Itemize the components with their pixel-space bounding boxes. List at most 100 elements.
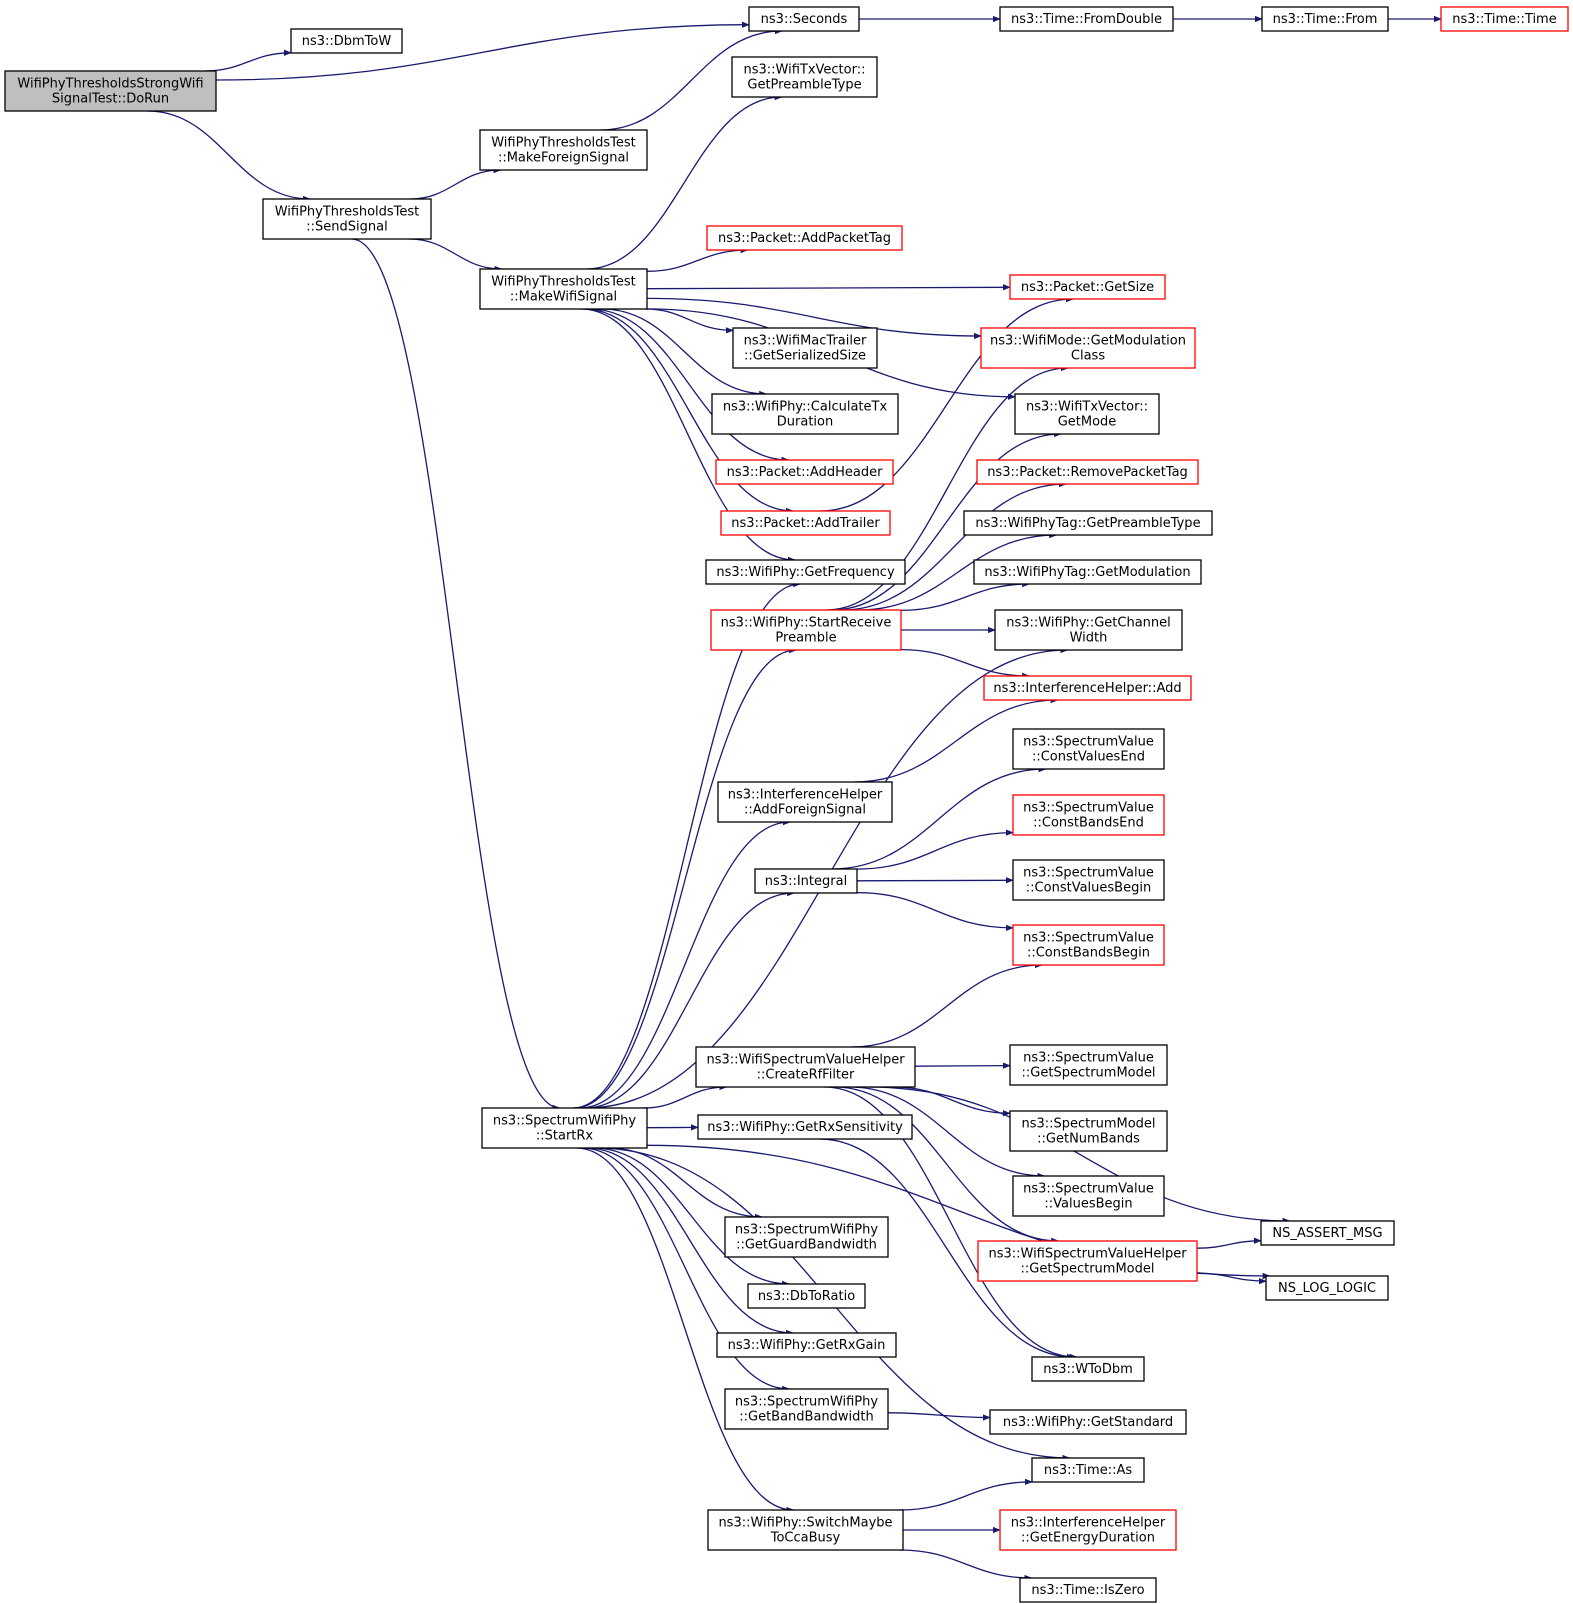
node-constvaluesbegin[interactable]: ns3::SpectrumValue::ConstValuesBegin [1012, 859, 1165, 901]
node-valuesbegin[interactable]: ns3::SpectrumValue::ValuesBegin [1012, 1175, 1165, 1217]
node-label-line: ns3::WifiMode::GetModulation [990, 334, 1186, 349]
node-getnumbands[interactable]: ns3::SpectrumModel::GetNumBands [1009, 1110, 1168, 1152]
node-label-line: NS_ASSERT_MSG [1272, 1226, 1382, 1241]
node-macsersize[interactable]: ns3::WifiMacTrailer::GetSerializedSize [732, 327, 878, 369]
node-energyduration[interactable]: ns3::InterferenceHelper::GetEnergyDurati… [999, 1509, 1177, 1551]
node-getspectrummodel[interactable]: ns3::SpectrumValue::GetSpectrumModel [1009, 1044, 1168, 1086]
node-constbandsbegin[interactable]: ns3::SpectrumValue::ConstBandsBegin [1012, 924, 1165, 966]
node-createrf[interactable]: ns3::WifiSpectrumValueHelper::CreateRfFi… [695, 1046, 916, 1088]
node-label-line: WifiPhyThresholdsTest [491, 275, 636, 290]
node-startrx[interactable]: ns3::SpectrumWifiPhy::StartRx [481, 1107, 648, 1149]
node-getrxgain[interactable]: ns3::WifiPhy::GetRxGain [716, 1332, 897, 1358]
node-box [724, 1216, 889, 1258]
node-makewifi[interactable]: WifiPhyThresholdsTest::MakeWifiSignal [479, 268, 648, 310]
node-box [716, 1332, 897, 1358]
node-tagmodulation[interactable]: ns3::WifiPhyTag::GetModulation [973, 559, 1202, 585]
node-label-line: ::MakeWifiSignal [510, 290, 617, 305]
node-constvaluesend[interactable]: ns3::SpectrumValue::ConstValuesEnd [1012, 728, 1165, 770]
node-timefrom[interactable]: ns3::Time::From [1261, 6, 1389, 32]
node-getpreambletype[interactable]: ns3::WifiTxVector::GetPreambleType [731, 56, 878, 98]
node-constbandsend[interactable]: ns3::SpectrumValue::ConstBandsEnd [1012, 794, 1165, 836]
node-guardbw[interactable]: ns3::SpectrumWifiPhy::GetGuardBandwidth [724, 1216, 889, 1258]
node-box [1014, 393, 1160, 435]
node-label-line: GetPreambleType [747, 78, 861, 93]
edge-sendsignal-to-makeforeign [409, 166, 502, 200]
node-box [754, 868, 858, 894]
node-box [1012, 794, 1165, 836]
node-getfrequency[interactable]: ns3::WifiPhy::GetFrequency [705, 559, 906, 585]
node-removepackettag[interactable]: ns3::Packet::RemovePacketTag [976, 459, 1199, 485]
node-box [976, 459, 1199, 485]
node-box [479, 129, 648, 171]
node-timetime[interactable]: ns3::Time::Time [1440, 6, 1569, 32]
node-interfadd[interactable]: ns3::InterferenceHelper::Add [983, 675, 1192, 701]
node-box [1009, 1044, 1168, 1086]
node-label-line: ns3::SpectrumValue [1023, 1051, 1154, 1066]
node-tagpreamble[interactable]: ns3::WifiPhyTag::GetPreambleType [963, 510, 1213, 536]
node-dbtoratio[interactable]: ns3::DbToRatio [747, 1283, 866, 1309]
node-label-line: ns3::WifiPhy::GetStandard [1003, 1415, 1173, 1430]
edge-makewifi-to-addpackettag [646, 246, 749, 272]
node-addtrailer[interactable]: ns3::Packet::AddTrailer [720, 510, 891, 536]
edge-sendsignal-to-startrx [351, 238, 561, 1112]
node-box [989, 1409, 1187, 1435]
node-addpackettag[interactable]: ns3::Packet::AddPacketTag [706, 225, 903, 251]
node-label-line: ns3::WifiPhyTag::GetPreambleType [975, 516, 1200, 531]
node-integral[interactable]: ns3::Integral [754, 868, 858, 894]
node-label-line: ::StartRx [536, 1129, 594, 1144]
edge-makewifi-to-addtrailer [584, 308, 794, 515]
edge-startrx-to-getfrequency [573, 580, 802, 1109]
node-assertmsg[interactable]: NS_ASSERT_MSG [1260, 1220, 1395, 1246]
edge-integral-to-constbandsbegin [856, 891, 1014, 932]
node-sendsignal[interactable]: WifiPhyThresholdsTest::SendSignal [262, 198, 432, 240]
node-label-line: ns3::WifiPhy::GetRxSensitivity [707, 1120, 903, 1135]
node-loglogic[interactable]: NS_LOG_LOGIC [1265, 1275, 1389, 1301]
node-label-line: ns3::WifiPhy::CalculateTx [723, 400, 888, 415]
node-label-line: WifiPhyThresholdsTest [491, 136, 636, 151]
node-makeforeign[interactable]: WifiPhyThresholdsTest::MakeForeignSignal [479, 129, 648, 171]
node-wtodbm[interactable]: ns3::WToDbm [1031, 1356, 1145, 1382]
edge-createrf-to-getspectrummodel [914, 1062, 1011, 1069]
node-label-line: ToCcaBusy [770, 1531, 841, 1546]
node-getmode[interactable]: ns3::WifiTxVector::GetMode [1014, 393, 1160, 435]
edge-wsvh_getspectrum-to-loglogic [1196, 1272, 1267, 1285]
node-label-line: ns3::SpectrumWifiPhy [735, 1395, 878, 1410]
node-addheader[interactable]: ns3::Packet::AddHeader [715, 459, 894, 485]
node-getstandard[interactable]: ns3::WifiPhy::GetStandard [989, 1409, 1187, 1435]
node-box [973, 559, 1202, 585]
node-box [481, 1107, 648, 1149]
node-timeas[interactable]: ns3::Time::As [1031, 1457, 1145, 1483]
node-box [1012, 728, 1165, 770]
node-label-line: ns3::WifiPhy::GetChannel [1006, 616, 1171, 631]
node-box [697, 1114, 913, 1140]
edge-startrx-to-integral [584, 889, 796, 1109]
node-box [731, 56, 878, 98]
edge-startrx-to-dbtoratio [593, 1147, 790, 1288]
node-label-line: ns3::SpectrumWifiPhy [735, 1223, 878, 1238]
node-label-line: ::GetBandBandwidth [739, 1410, 874, 1425]
node-box [1260, 1220, 1395, 1246]
node-bandbw[interactable]: ns3::SpectrumWifiPhy::GetBandBandwidth [724, 1388, 889, 1430]
node-dorun[interactable]: WifiPhyThresholdsStrongWifiSignalTest::D… [4, 70, 217, 112]
node-seconds[interactable]: ns3::Seconds [748, 6, 860, 32]
node-fromdouble[interactable]: ns3::Time::FromDouble [999, 6, 1174, 32]
node-getrxsens[interactable]: ns3::WifiPhy::GetRxSensitivity [697, 1114, 913, 1140]
node-getsize[interactable]: ns3::Packet::GetSize [1009, 274, 1166, 300]
node-label-line: ns3::InterferenceHelper::Add [993, 681, 1181, 696]
node-label-line: WifiPhyThresholdsTest [275, 205, 420, 220]
node-dbmtow[interactable]: ns3::DbmToW [290, 28, 403, 54]
edge-makewifi-to-getsize [646, 284, 1011, 291]
node-box [1019, 1577, 1157, 1603]
node-addforeign[interactable]: ns3::InterferenceHelper::AddForeignSigna… [717, 781, 893, 823]
node-label-line: ::GetSpectrumModel [1022, 1066, 1156, 1081]
node-box [994, 609, 1183, 651]
node-wsvh_getspectrum[interactable]: ns3::WifiSpectrumValueHelper::GetSpectru… [977, 1240, 1198, 1282]
node-label-line: ::GetSerializedSize [744, 349, 866, 364]
node-iszero[interactable]: ns3::Time::IsZero [1019, 1577, 1157, 1603]
